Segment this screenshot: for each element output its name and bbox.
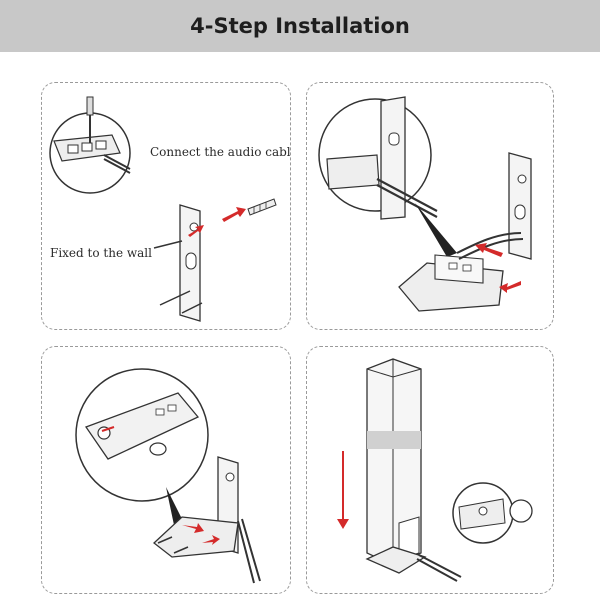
step-1-panel: Connect the audio cable Fixed to the wal… xyxy=(41,82,291,330)
zoom-pointer xyxy=(166,487,184,525)
bracket-detail xyxy=(326,96,438,220)
audio-cable xyxy=(237,518,261,584)
step-2-illustration xyxy=(318,96,532,312)
speaker-base-bracket xyxy=(152,516,239,558)
audio-cable xyxy=(416,554,462,582)
speaker-base-bracket xyxy=(398,254,504,312)
screw-icon xyxy=(153,240,203,314)
zoom-pointer xyxy=(415,203,457,257)
screwdriver-icon xyxy=(509,499,533,523)
screwdriver-icon xyxy=(86,96,94,143)
header-bar: 4-Step Installation xyxy=(0,0,600,52)
arrow-icon xyxy=(101,426,115,432)
step-3-panel xyxy=(41,346,291,594)
audio-cable xyxy=(456,232,524,260)
base-detail xyxy=(84,392,200,460)
page-title: 4-Step Installation xyxy=(190,14,410,38)
step-4-panel xyxy=(306,346,554,594)
step-caption-connect-cable: Connect the audio cable xyxy=(150,145,291,159)
arrow-icon xyxy=(188,207,246,237)
arrow-icon xyxy=(182,523,220,545)
step-1-illustration xyxy=(49,96,277,322)
step-2-panel xyxy=(306,82,554,330)
step-caption-fix-wall: Fixed to the wall xyxy=(50,246,152,260)
wall-bracket-plate xyxy=(508,152,532,260)
speaker-stand xyxy=(365,516,427,574)
wall-anchor-icon xyxy=(247,198,277,216)
arrow-icon xyxy=(475,243,521,293)
speaker-body xyxy=(366,358,422,566)
arrow-icon xyxy=(337,451,349,529)
step-3-illustration xyxy=(75,368,261,584)
step-4-illustration xyxy=(337,358,533,582)
terminal-block-detail xyxy=(53,134,131,174)
screw-icon xyxy=(157,536,189,554)
screw-detail xyxy=(458,498,506,530)
wall-bracket-plate xyxy=(179,204,201,322)
